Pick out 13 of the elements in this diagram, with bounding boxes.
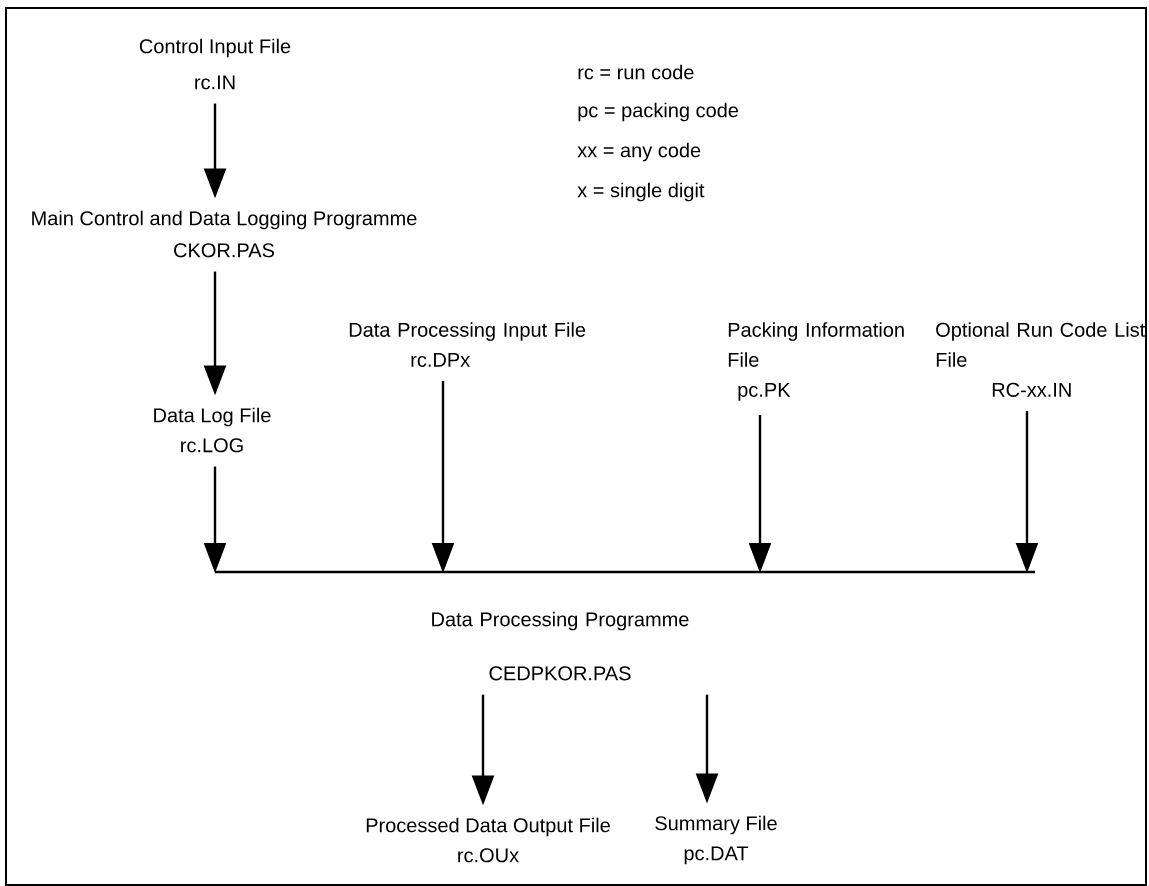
abbreviation-note: xx = any code <box>577 142 701 162</box>
file-label: Data Processing Programme CEDPKOR.PAS <box>432 611 689 681</box>
file-label: Data Processing Input File rc.DPx <box>349 322 586 367</box>
file-label: Control Input File rc.IN <box>139 38 291 90</box>
abbreviation-note: pc = packing code <box>578 102 739 122</box>
file-label: Packing Information File pc.PK <box>728 322 904 401</box>
file-label: Main Control and Data Logging Programme CKOR.PAS <box>32 210 417 258</box>
file-label: Optional Run Code List File RC-xx.IN <box>936 322 1146 397</box>
abbreviation-note: x = single digit <box>577 182 705 202</box>
file-label: Data Log File rc.LOG <box>154 407 271 453</box>
file-label: Processed Data Output File rc.OUx <box>366 817 610 863</box>
abbreviation-note: rc = run code <box>578 64 694 80</box>
file-label: Summary File pc.DAT <box>655 815 777 865</box>
